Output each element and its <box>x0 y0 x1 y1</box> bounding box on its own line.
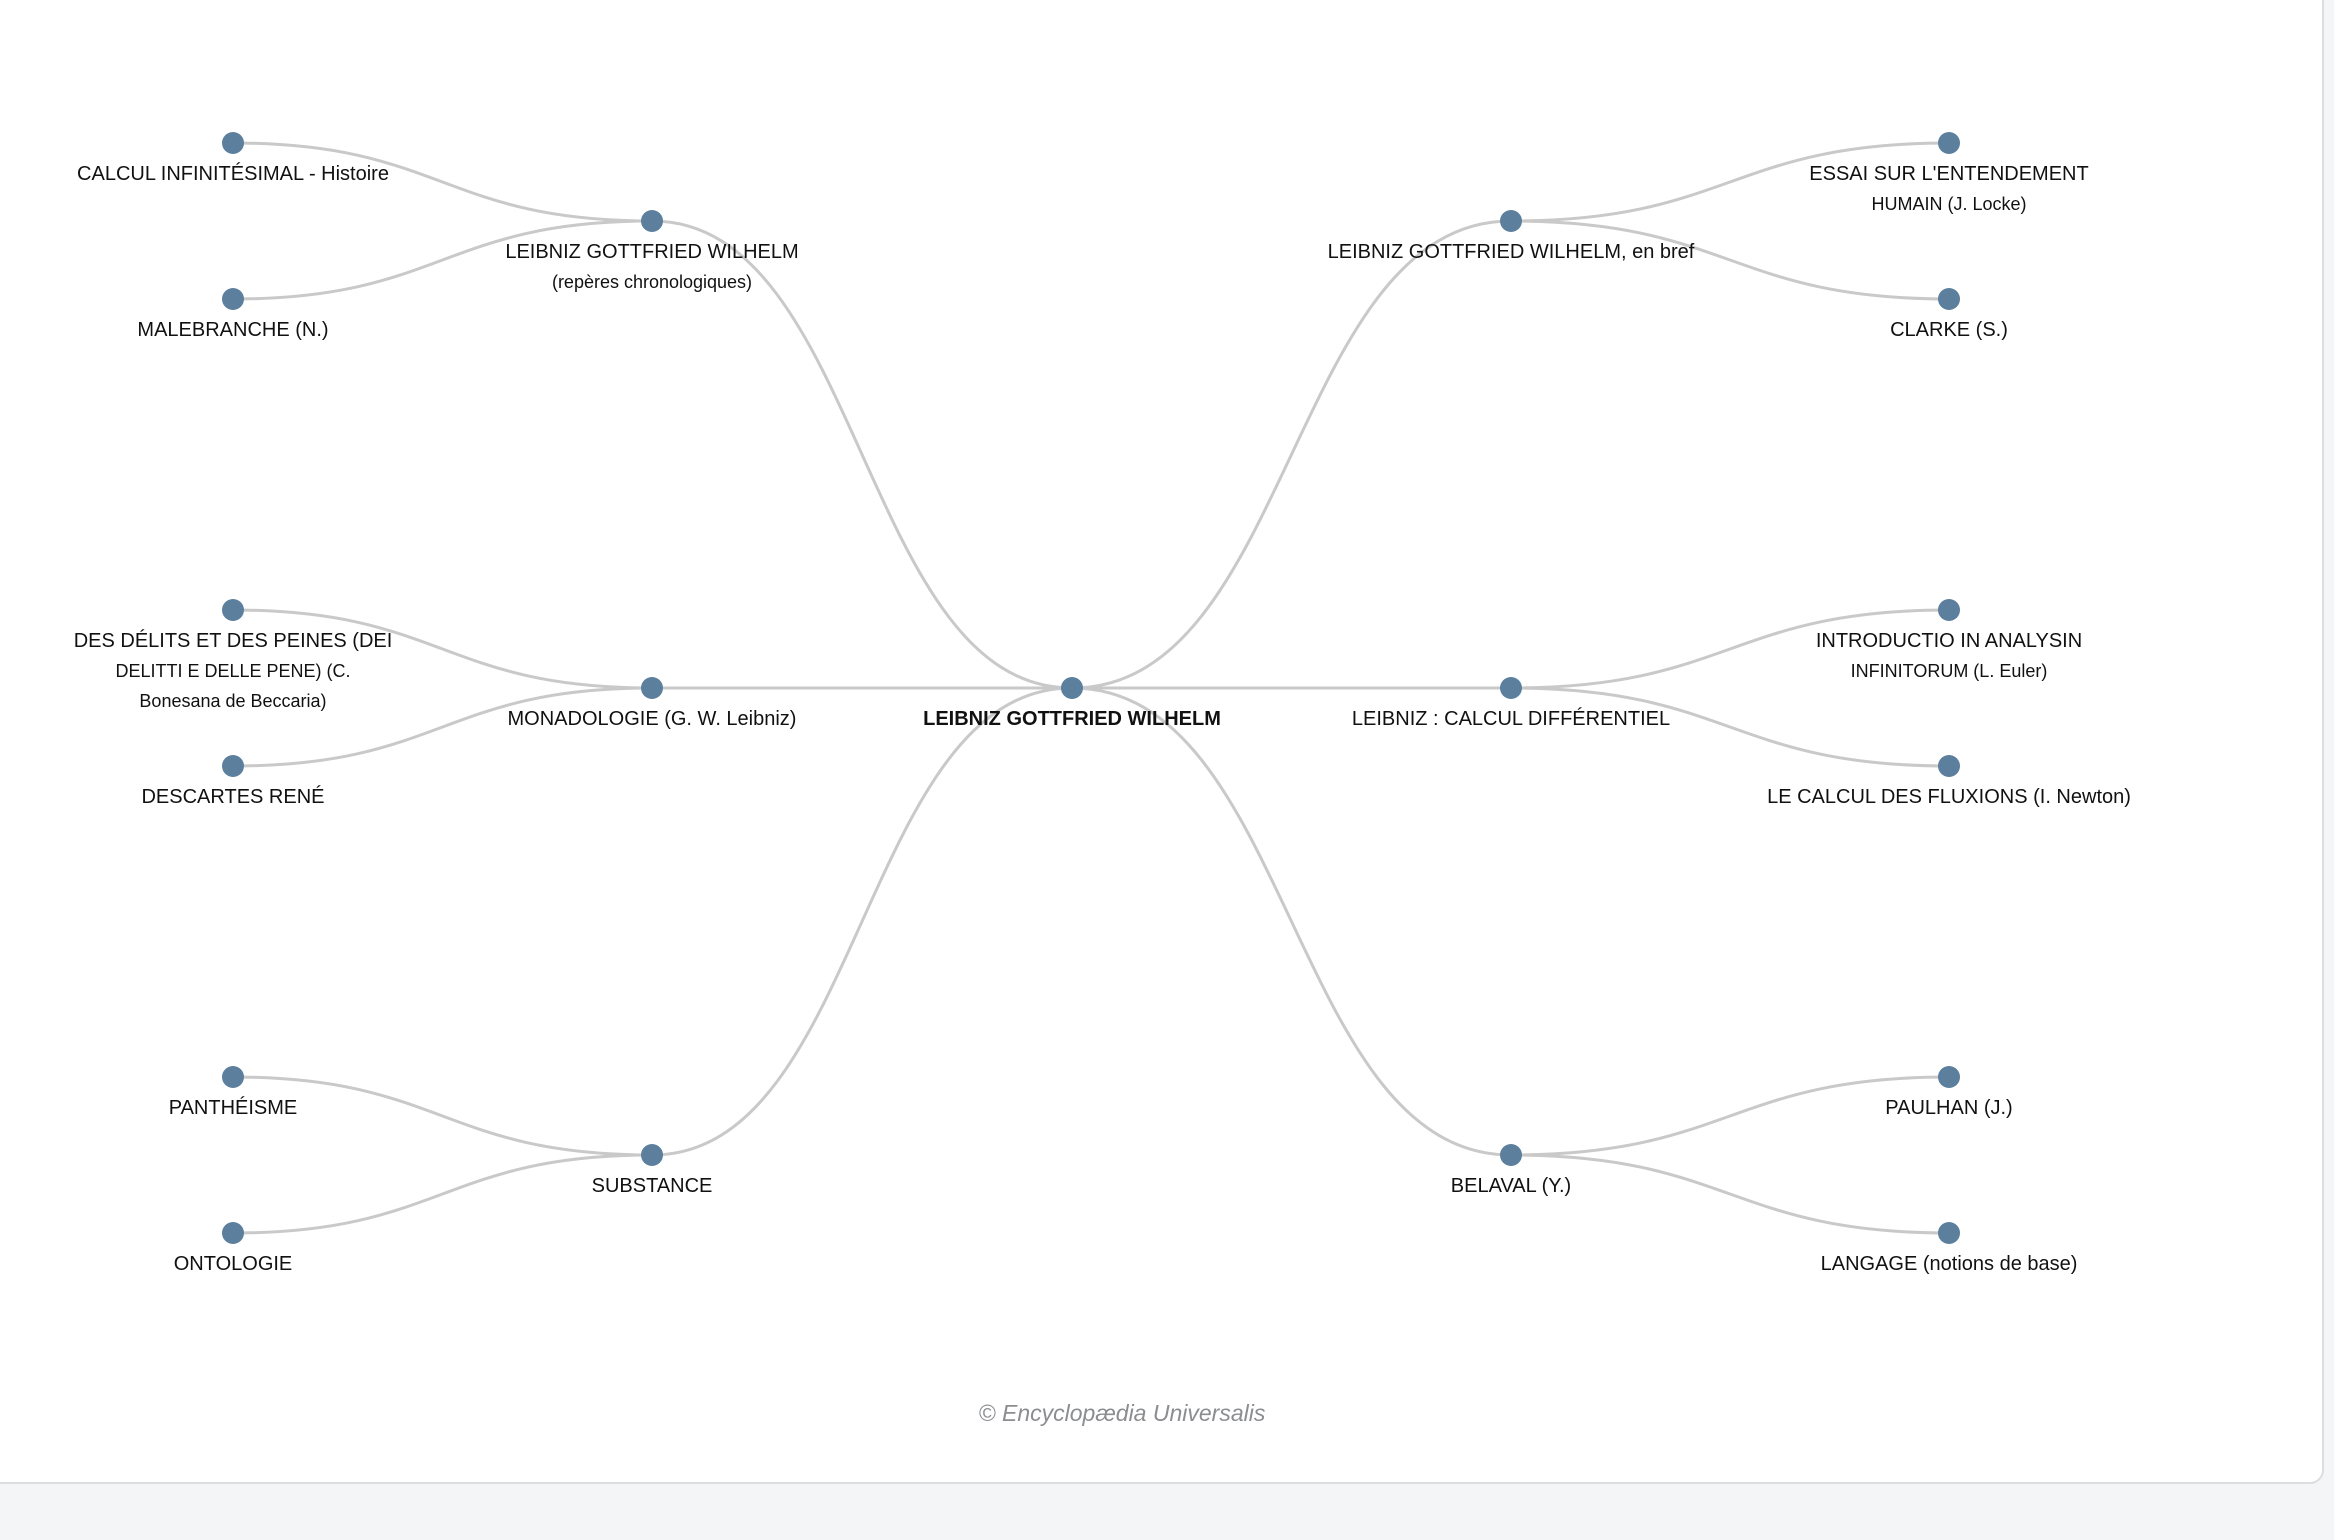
branch-label-4[interactable]: SUBSTANCE <box>592 1171 713 1201</box>
branch-label-2[interactable]: MONADOLOGIE (G. W. Leibniz) <box>508 704 797 734</box>
link-center-branch-1 <box>1071 219 1512 690</box>
leaf-node-1-0[interactable] <box>1938 132 1960 154</box>
branch-label-4-text: SUBSTANCE <box>591 1175 713 1197</box>
leaf-label-2-0-sub-text: DELITTI E DELLE PENE) (C. <box>115 661 351 681</box>
link-branch-5-leaf-0 <box>1510 1075 1950 1157</box>
leaf-label-3-0-text: INTRODUCTIO IN ANALYSIN <box>1815 630 2083 652</box>
leaf-label-1-0[interactable]: ESSAI SUR L'ENTENDEMENT HUMAIN (J. Locke) <box>1809 159 2088 219</box>
leaf-label-2-0[interactable]: DES DÉLITS ET DES PEINES (DEI DELITTI E D… <box>74 626 393 716</box>
link-center-branch-0 <box>651 219 1073 690</box>
leaf-label-5-0[interactable]: PAULHAN (J.) <box>1885 1093 2012 1123</box>
leaf-label-2-1[interactable]: DESCARTES RENÉ <box>141 782 324 812</box>
center-node-label[interactable]: LEIBNIZ GOTTFRIED WILHELM <box>923 704 1221 734</box>
branch-label-3-text: LEIBNIZ : CALCUL DIFFÉRENTIEL <box>1351 708 1671 730</box>
branch-label-5[interactable]: BELAVAL (Y.) <box>1451 1171 1571 1201</box>
link-branch-2-leaf-0 <box>232 608 653 690</box>
leaf-label-3-1[interactable]: LE CALCUL DES FLUXIONS (I. Newton) <box>1767 782 2131 812</box>
link-branch-3-leaf-0 <box>1510 608 1950 690</box>
center-node[interactable] <box>1061 677 1083 699</box>
leaf-node-0-1[interactable] <box>222 288 244 310</box>
leaf-label-1-0-sub-text: HUMAIN (J. Locke) <box>1871 194 2027 214</box>
link-branch-0-leaf-0 <box>232 141 653 223</box>
leaf-node-5-0[interactable] <box>1938 1066 1960 1088</box>
leaf-label-1-0-text: ESSAI SUR L'ENTENDEMENT <box>1809 163 2089 185</box>
link-center-branch-4 <box>651 686 1073 1157</box>
leaf-label-4-0[interactable]: PANTHÉISME <box>169 1093 298 1123</box>
link-branch-5-leaf-1 <box>1510 1153 1950 1235</box>
branch-node-5[interactable] <box>1500 1144 1522 1166</box>
leaf-label-3-0-sub-text: INFINITORUM (L. Euler) <box>1850 661 2048 681</box>
leaf-label-0-0[interactable]: CALCUL INFINITÉSIMAL - Histoire <box>77 159 389 189</box>
leaf-node-3-1[interactable] <box>1938 755 1960 777</box>
leaf-node-2-0[interactable] <box>222 599 244 621</box>
branch-label-5-text: BELAVAL (Y.) <box>1450 1175 1572 1197</box>
branch-label-1-text: LEIBNIZ GOTTFRIED WILHELM, en bref <box>1327 241 1695 263</box>
leaf-label-1-1[interactable]: CLARKE (S.) <box>1890 315 2008 345</box>
branch-node-2[interactable] <box>641 677 663 699</box>
leaf-node-4-0[interactable] <box>222 1066 244 1088</box>
leaf-label-5-0-text: PAULHAN (J.) <box>1885 1097 2013 1119</box>
branch-node-0[interactable] <box>641 210 663 232</box>
leaf-label-0-0-text: CALCUL INFINITÉSIMAL - Histoire <box>77 163 389 185</box>
branch-label-0-sub-text: (repères chronologiques) <box>551 272 753 292</box>
mind-map-panel <box>0 0 2324 1484</box>
link-center-branch-5 <box>1071 686 1512 1157</box>
branch-node-3[interactable] <box>1500 677 1522 699</box>
branch-label-1[interactable]: LEIBNIZ GOTTFRIED WILHELM, en bref <box>1328 237 1695 267</box>
leaf-node-0-0[interactable] <box>222 132 244 154</box>
leaf-label-4-0-text: PANTHÉISME <box>168 1097 298 1119</box>
link-branch-4-leaf-1 <box>232 1153 653 1235</box>
copyright-notice: © Encyclopædia Universalis <box>978 1400 1266 1426</box>
leaf-node-2-1[interactable] <box>222 755 244 777</box>
leaf-label-5-1-text: LANGAGE (notions de base) <box>1820 1253 2078 1275</box>
leaf-label-2-0-sub2-text: Bonesana de Beccaria) <box>139 691 327 711</box>
leaf-label-0-1[interactable]: MALEBRANCHE (N.) <box>137 315 328 345</box>
center-node-label-text: LEIBNIZ GOTTFRIED WILHELM <box>923 708 1221 730</box>
leaf-label-2-0-text: DES DÉLITS ET DES PEINES (DEI <box>73 630 393 652</box>
branch-node-4[interactable] <box>641 1144 663 1166</box>
leaf-label-4-1-text: ONTOLOGIE <box>173 1253 293 1275</box>
leaf-node-5-1[interactable] <box>1938 1222 1960 1244</box>
link-branch-3-leaf-1 <box>1510 686 1950 768</box>
branch-label-3[interactable]: LEIBNIZ : CALCUL DIFFÉRENTIEL <box>1352 704 1670 734</box>
branch-label-0-text: LEIBNIZ GOTTFRIED WILHELM <box>505 241 799 263</box>
branch-label-2-text: MONADOLOGIE (G. W. Leibniz) <box>507 708 797 730</box>
leaf-node-1-1[interactable] <box>1938 288 1960 310</box>
link-branch-2-leaf-1 <box>232 686 653 768</box>
leaf-label-3-0[interactable]: INTRODUCTIO IN ANALYSIN INFINITORUM (L. E… <box>1816 626 2082 686</box>
branch-node-1[interactable] <box>1500 210 1522 232</box>
link-branch-0-leaf-1 <box>232 219 653 301</box>
leaf-label-1-1-text: CLARKE (S.) <box>1890 319 2008 341</box>
leaf-label-0-1-text: MALEBRANCHE (N.) <box>137 319 329 341</box>
link-branch-4-leaf-0 <box>232 1075 653 1157</box>
branch-label-0[interactable]: LEIBNIZ GOTTFRIED WILHELM (repères chrono… <box>505 237 798 297</box>
leaf-label-2-1-text: DESCARTES RENÉ <box>141 786 325 808</box>
link-branch-1-leaf-1 <box>1510 219 1950 301</box>
leaf-node-3-0[interactable] <box>1938 599 1960 621</box>
link-branch-1-leaf-0 <box>1510 141 1950 223</box>
leaf-node-4-1[interactable] <box>222 1222 244 1244</box>
leaf-label-4-1[interactable]: ONTOLOGIE <box>174 1249 293 1279</box>
leaf-label-3-1-text: LE CALCUL DES FLUXIONS (I. Newton) <box>1767 786 2131 808</box>
leaf-label-5-1[interactable]: LANGAGE (notions de base) <box>1821 1249 2078 1279</box>
